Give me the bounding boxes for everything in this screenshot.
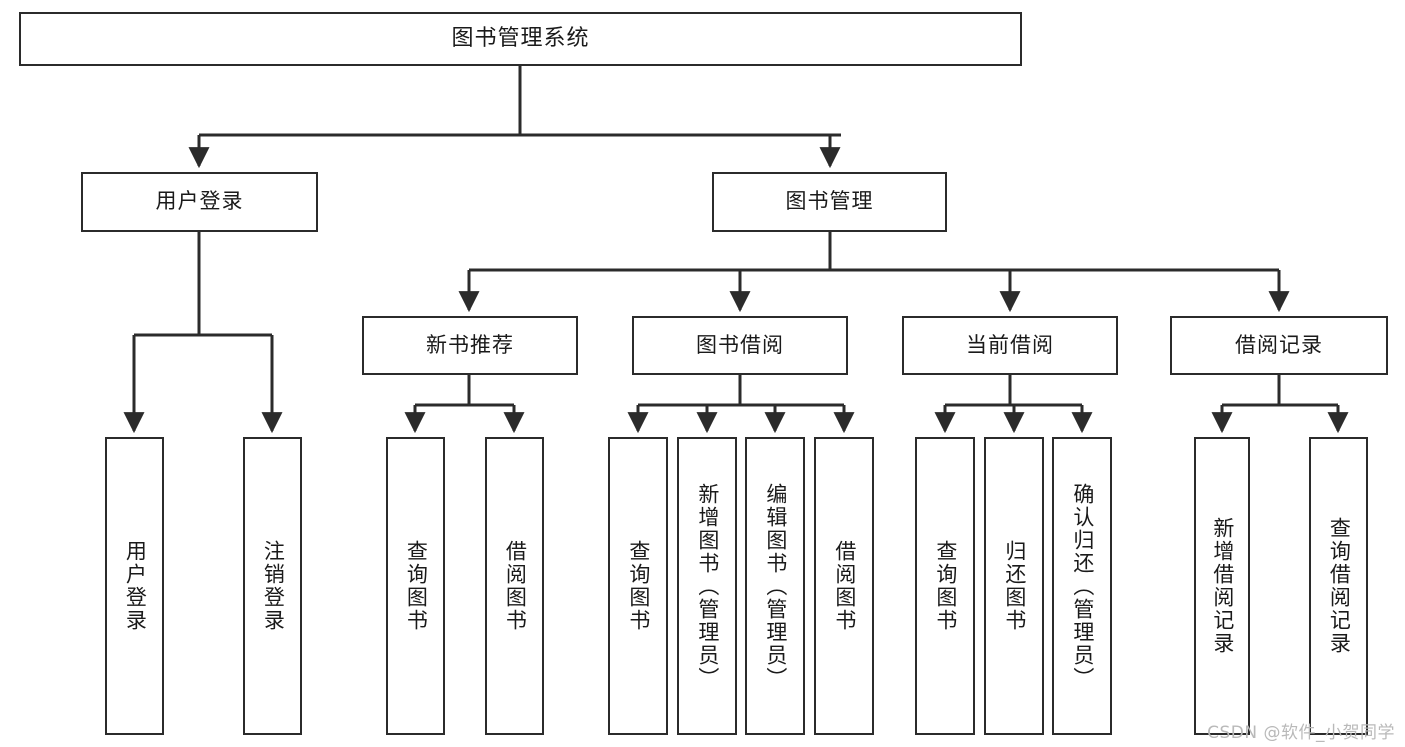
node-root-book-management-system[interactable]: 图书管理系统: [19, 12, 1022, 66]
node-label: 注销登录: [261, 540, 286, 632]
node-label: 图书管理: [785, 189, 874, 214]
leaf-logout[interactable]: 注销登录: [243, 437, 302, 735]
leaf-query-book-borrow[interactable]: 查询图书: [608, 437, 668, 735]
node-label: 图书借阅: [696, 332, 784, 357]
leaf-borrow-book-rec[interactable]: 借阅图书: [485, 437, 544, 735]
leaf-confirm-return-admin[interactable]: 确认归还（管理员）: [1052, 437, 1112, 735]
node-label: 查询图书: [933, 540, 958, 632]
node-label: 查询借阅记录: [1327, 517, 1352, 655]
node-label: 借阅图书: [832, 540, 857, 632]
node-book-management[interactable]: 图书管理: [712, 172, 947, 232]
leaf-user-login[interactable]: 用户登录: [105, 437, 164, 735]
node-label: 借阅记录: [1235, 332, 1323, 357]
leaf-edit-book-admin[interactable]: 编辑图书（管理员）: [745, 437, 805, 735]
leaf-return-book[interactable]: 归还图书: [984, 437, 1044, 735]
node-label: 新增借阅记录: [1210, 517, 1235, 655]
node-label: 用户登录: [123, 540, 148, 632]
node-label: 图书管理系统: [451, 25, 590, 51]
leaf-add-book-admin[interactable]: 新增图书（管理员）: [677, 437, 737, 735]
node-label: 查询图书: [404, 540, 429, 632]
node-label: 查询图书: [626, 540, 651, 632]
csdn-watermark: CSDN @软件_小贺同学: [1207, 723, 1395, 743]
node-label: 确认归还（管理员）: [1070, 482, 1095, 690]
leaf-query-book-current[interactable]: 查询图书: [915, 437, 975, 735]
node-borrowing-records[interactable]: 借阅记录: [1170, 316, 1388, 375]
node-label: 归还图书: [1002, 540, 1027, 632]
leaf-query-borrow-record[interactable]: 查询借阅记录: [1309, 437, 1368, 735]
leaf-borrow-book[interactable]: 借阅图书: [814, 437, 874, 735]
leaf-add-borrow-record[interactable]: 新增借阅记录: [1194, 437, 1250, 735]
node-user-login[interactable]: 用户登录: [81, 172, 318, 232]
node-new-book-recommendation[interactable]: 新书推荐: [362, 316, 578, 375]
node-label: 用户登录: [155, 189, 244, 214]
node-book-borrowing[interactable]: 图书借阅: [632, 316, 848, 375]
node-current-borrowing[interactable]: 当前借阅: [902, 316, 1118, 375]
node-label: 新增图书（管理员）: [695, 482, 720, 690]
node-label: 借阅图书: [503, 540, 528, 632]
node-label: 编辑图书（管理员）: [763, 482, 788, 690]
leaf-query-book-rec[interactable]: 查询图书: [386, 437, 445, 735]
node-label: 新书推荐: [426, 332, 514, 357]
node-label: 当前借阅: [966, 332, 1054, 357]
